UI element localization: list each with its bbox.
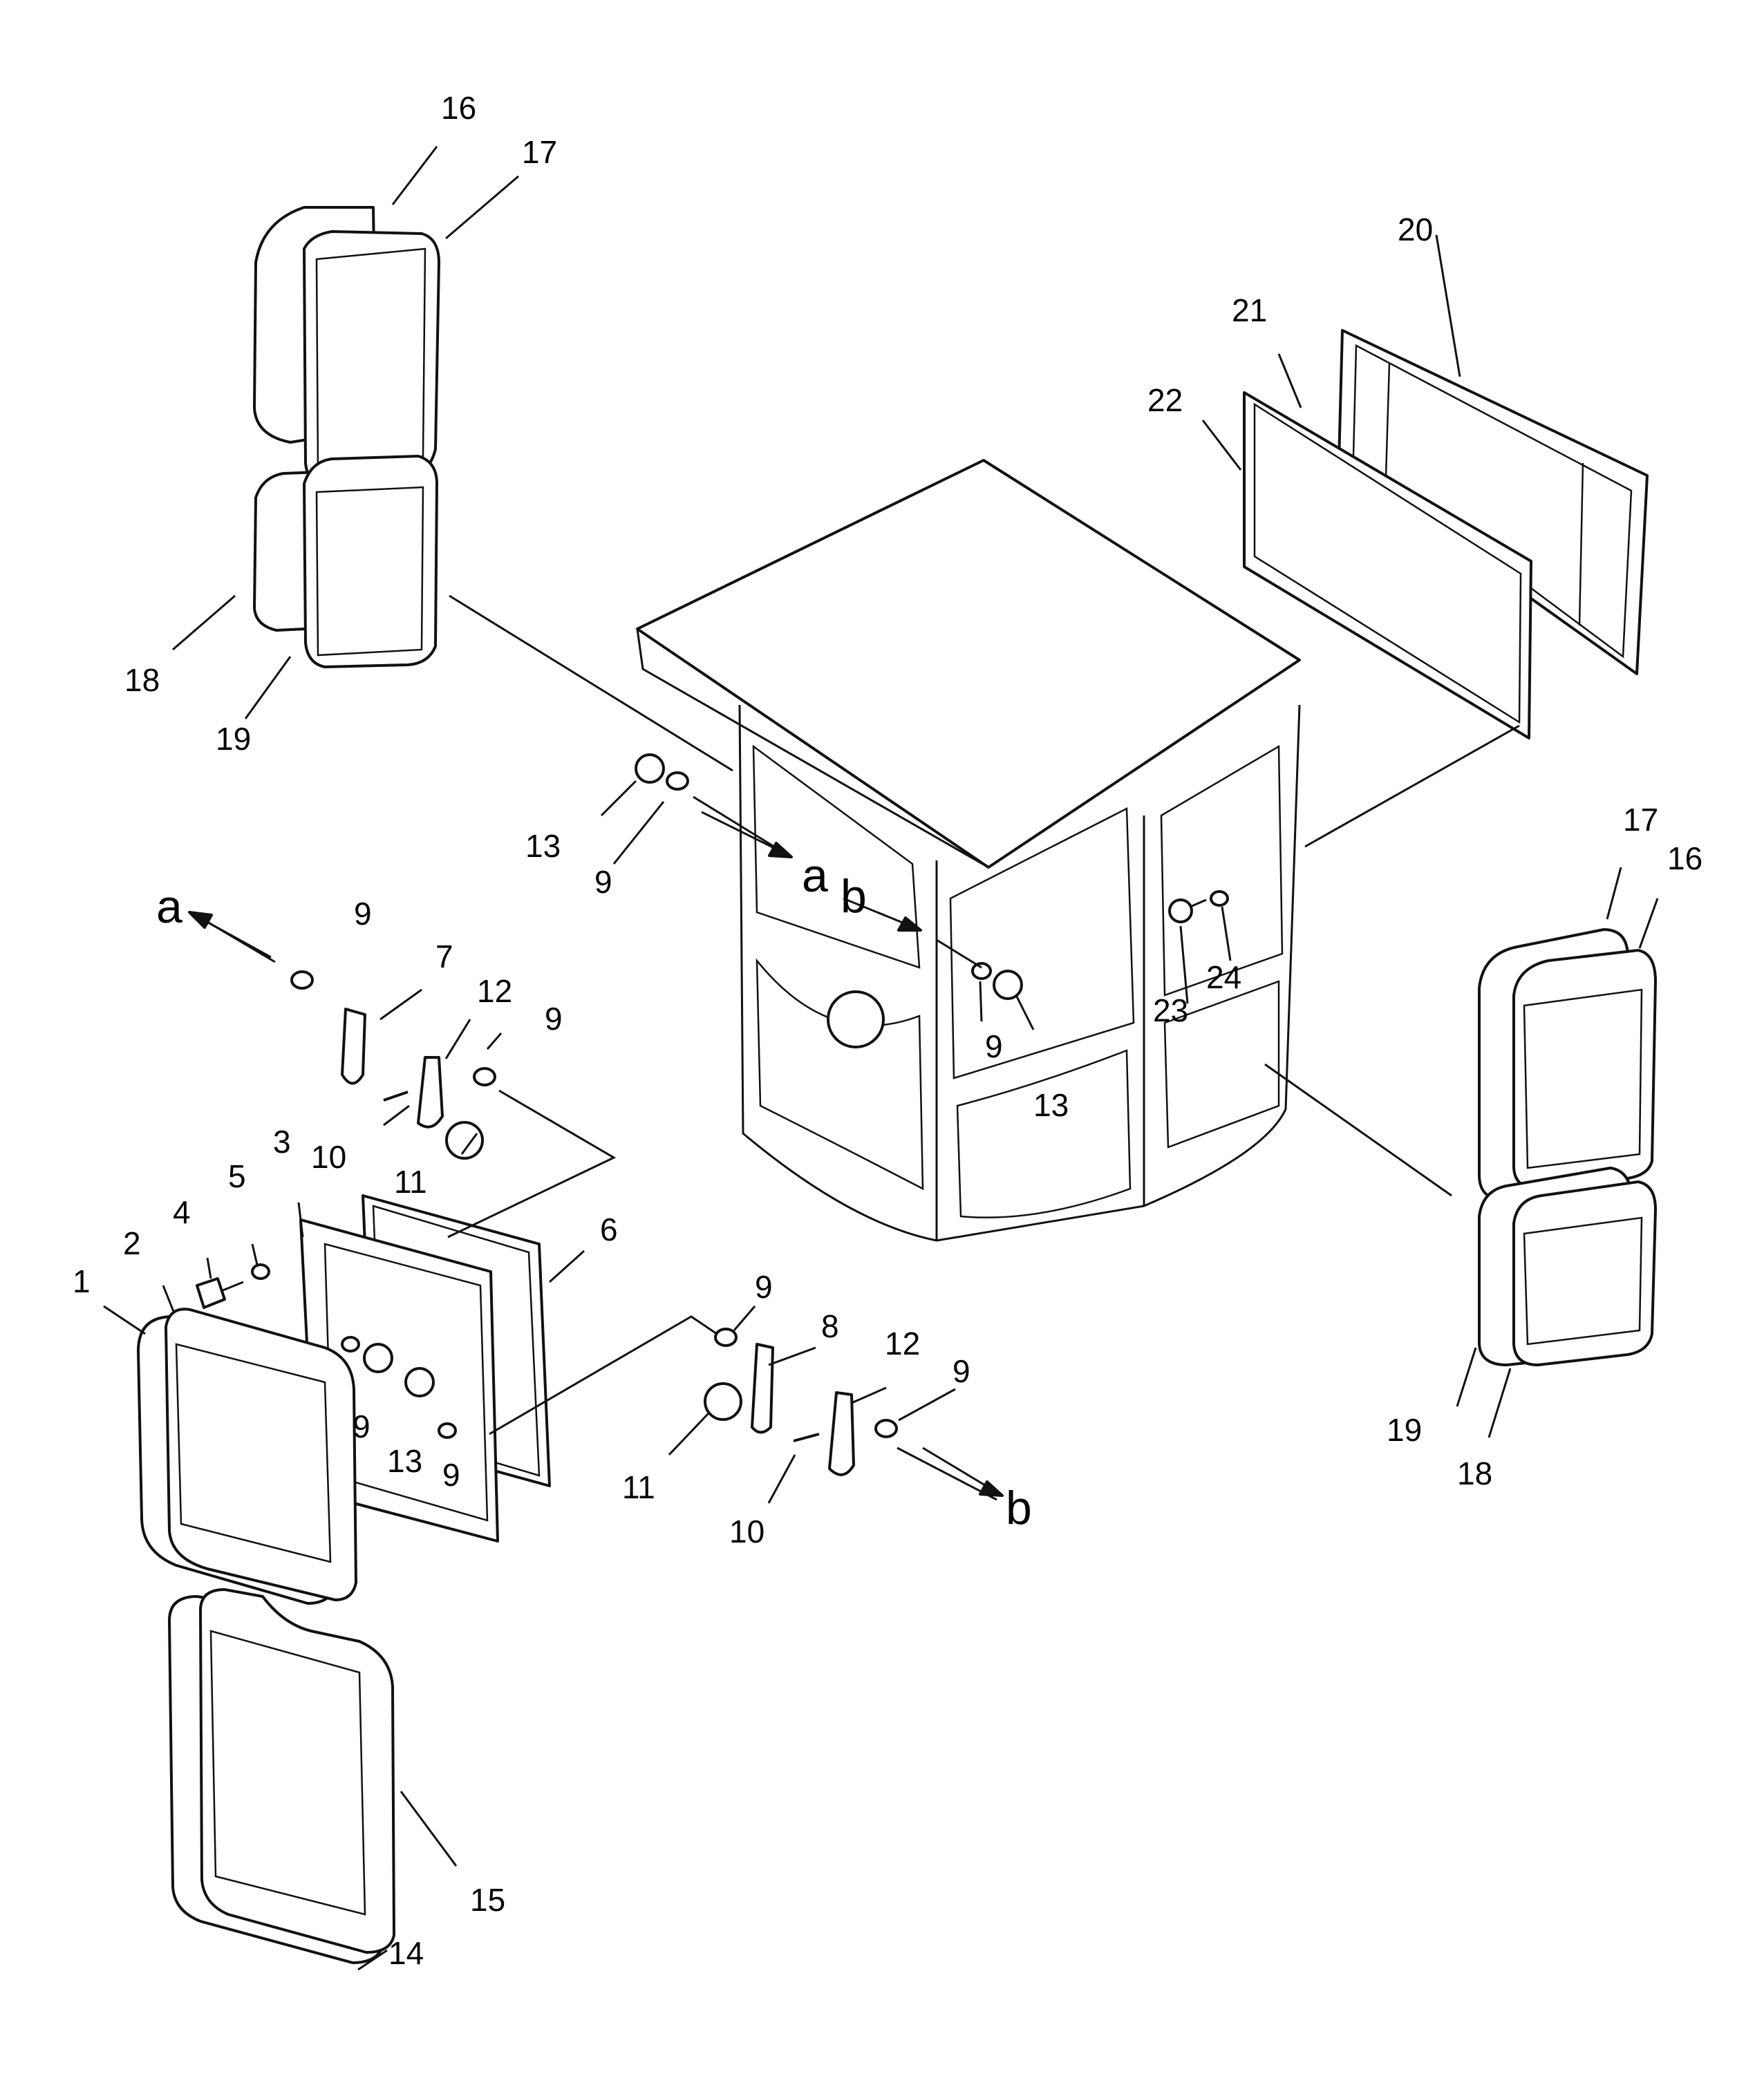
callout-17-right: 17 bbox=[1623, 802, 1658, 838]
callout-17-top: 17 bbox=[522, 134, 557, 170]
callout-2: 2 bbox=[123, 1225, 141, 1261]
callout-19-right: 19 bbox=[1387, 1412, 1422, 1448]
callout-15: 15 bbox=[470, 1882, 505, 1918]
leader-lines bbox=[103, 146, 1659, 1971]
callout-9-mid: 9 bbox=[545, 1001, 563, 1037]
callout-21: 21 bbox=[1232, 292, 1267, 328]
callout-12-lower: 12 bbox=[885, 1326, 920, 1361]
callout-14: 14 bbox=[388, 1935, 424, 1971]
callout-10-lower: 10 bbox=[729, 1514, 764, 1549]
callout-7: 7 bbox=[435, 939, 453, 974]
callout-9-door-a: 9 bbox=[353, 1408, 370, 1444]
callout-10-upper: 10 bbox=[311, 1139, 346, 1175]
callout-9-cab: 9 bbox=[985, 1028, 1003, 1064]
callout-13-upper: 13 bbox=[525, 828, 561, 864]
bolt-23 bbox=[1168, 898, 1207, 923]
callout-16-top: 16 bbox=[441, 90, 476, 126]
callout-13-cab: 13 bbox=[1033, 1087, 1069, 1123]
callout-9-a: 9 bbox=[354, 896, 372, 932]
callout-6: 6 bbox=[600, 1212, 618, 1247]
callout-19-left: 19 bbox=[216, 721, 251, 757]
cab-body bbox=[636, 459, 1301, 1242]
callout-9-upper: 9 bbox=[594, 864, 612, 900]
callout-8: 8 bbox=[821, 1308, 839, 1344]
callout-9-lower-right: 9 bbox=[953, 1353, 970, 1389]
callout-5: 5 bbox=[228, 1158, 246, 1194]
door-window-1-2 bbox=[137, 1308, 357, 1605]
callout-22: 22 bbox=[1147, 382, 1183, 418]
callout-16-right: 16 bbox=[1667, 840, 1702, 876]
left-side-windows bbox=[253, 206, 440, 668]
view-marker-b-lower: b bbox=[1006, 1482, 1032, 1534]
hardware bbox=[196, 753, 1229, 1476]
callout-3: 3 bbox=[273, 1124, 291, 1160]
callout-23: 23 bbox=[1153, 992, 1188, 1028]
right-side-windows bbox=[1478, 928, 1657, 1366]
callout-18-left: 18 bbox=[124, 662, 160, 698]
view-marker-b-cab: b bbox=[841, 870, 867, 923]
callout-4: 4 bbox=[173, 1194, 191, 1230]
view-marker-a-left: a bbox=[156, 880, 182, 933]
rear-window-assembly bbox=[1243, 329, 1649, 739]
bolt-4 bbox=[196, 1277, 244, 1309]
callout-9-door-b: 9 bbox=[442, 1457, 460, 1493]
view-marker-a-cab: a bbox=[802, 849, 828, 902]
door-lower-window-14-15 bbox=[168, 1588, 395, 1964]
callout-18-right: 18 bbox=[1457, 1455, 1492, 1491]
callout-24: 24 bbox=[1206, 959, 1241, 995]
callout-11-upper: 11 bbox=[394, 1164, 427, 1200]
callout-20: 20 bbox=[1398, 211, 1433, 247]
callout-11-lower: 11 bbox=[622, 1469, 655, 1505]
callout-1: 1 bbox=[73, 1263, 91, 1299]
callout-12-upper: 12 bbox=[477, 973, 512, 1009]
callout-9-lower-left: 9 bbox=[755, 1269, 773, 1305]
callout-13-door: 13 bbox=[387, 1443, 422, 1479]
callout-labels: 16 17 18 19 20 21 22 13 9 9 7 12 9 10 11… bbox=[73, 90, 1702, 1971]
